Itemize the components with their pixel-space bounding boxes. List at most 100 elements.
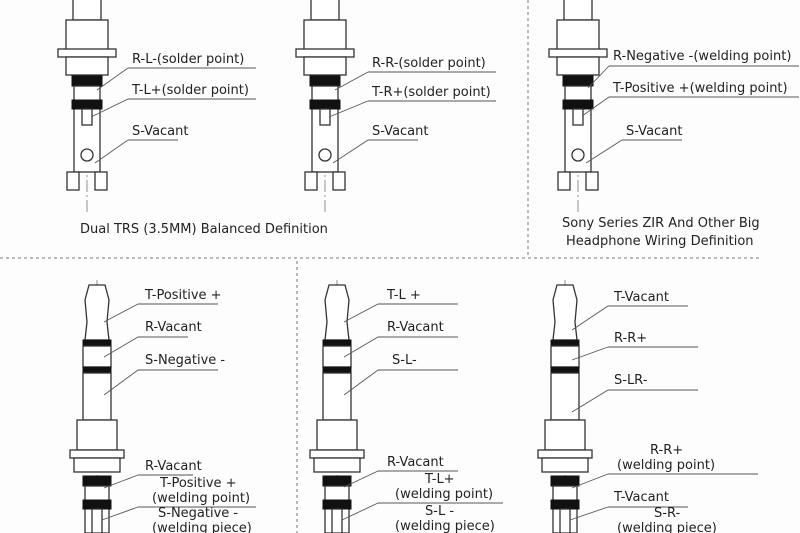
- label-b1-sleeve-solder-note: (welding piece): [152, 521, 252, 533]
- leader-line: [343, 470, 379, 488]
- cable-stem: [72, 0, 102, 21]
- ring-insulator: [82, 366, 112, 374]
- leader-line: [94, 139, 129, 164]
- label-b1-tip: T-Positive +: [144, 288, 222, 303]
- label-b3-ring-solder: R-R+: [650, 443, 683, 458]
- tip-insulator: [322, 339, 352, 347]
- leader-line: [103, 369, 139, 396]
- label-top1-r: R-L-(solder point): [132, 52, 244, 67]
- label-top3-r: R-Negative -(welding point): [613, 49, 791, 64]
- leader-line: [587, 65, 610, 89]
- leader-line: [585, 139, 623, 164]
- collar: [544, 419, 586, 451]
- ring: [550, 345, 580, 368]
- label-b2-sleeve-solder-note: (welding piece): [395, 519, 495, 533]
- label-b3-ring: R-R+: [614, 331, 647, 346]
- label-b2-sleeve: S-L-: [392, 353, 417, 368]
- label-b1-tip-solder: T-Positive +: [159, 476, 237, 491]
- cable-stem: [310, 0, 340, 21]
- solder-hole: [80, 148, 94, 162]
- label-b1-ring: R-Vacant: [145, 320, 202, 335]
- label-top1-t: T-L+(solder point): [131, 83, 249, 98]
- foot-left: [66, 171, 80, 191]
- leader-line: [571, 389, 609, 413]
- solder-pin: [559, 508, 571, 533]
- label-top1-s: S-Vacant: [132, 124, 188, 139]
- collar-base: [541, 457, 589, 473]
- leader-line: [90, 98, 129, 118]
- leader-line: [341, 502, 379, 521]
- collar-base: [65, 56, 109, 76]
- label-b2-ring-solder: R-Vacant: [387, 455, 444, 470]
- leader-line: [96, 67, 129, 91]
- leader-line: [101, 506, 139, 521]
- leader-line: [571, 305, 609, 331]
- label-top2-s: S-Vacant: [372, 124, 428, 139]
- solder-hole: [571, 148, 585, 162]
- insulator-band: [550, 499, 580, 510]
- collar: [556, 19, 600, 51]
- label-b2-tip: T-L +: [386, 288, 421, 303]
- tip-insulator: [82, 339, 112, 347]
- sleeve: [322, 372, 352, 421]
- insulator-band: [322, 499, 352, 510]
- label-b3-sleeve-solder-note: (welding piece): [617, 521, 717, 533]
- flange: [537, 449, 593, 459]
- solder-hole: [318, 148, 332, 162]
- insulator-band: [71, 75, 103, 87]
- collar: [303, 19, 347, 51]
- label-b2-tip-solder: T-L+: [424, 472, 455, 487]
- tip: [324, 284, 350, 341]
- insulator-band: [82, 499, 112, 510]
- sleeve: [82, 372, 112, 421]
- leader-line: [103, 336, 139, 358]
- insulator-band: [562, 75, 594, 87]
- flange: [309, 449, 365, 459]
- solder-pin: [319, 108, 331, 126]
- label-b1-sleeve-solder: S-Negative -: [158, 506, 238, 521]
- leader-line: [581, 96, 610, 117]
- leader-line: [343, 336, 379, 358]
- leader-line: [334, 71, 369, 91]
- collar-base: [73, 457, 121, 473]
- collar: [316, 419, 358, 451]
- foot-right: [585, 171, 599, 191]
- foot-right: [332, 171, 346, 191]
- label-b3-tip: T-Vacant: [613, 290, 669, 305]
- collar-base: [303, 56, 347, 76]
- label-b1-ring-solder: R-Vacant: [145, 459, 202, 474]
- label-b3-ring-solder-note: (welding point): [617, 458, 715, 473]
- foot-right: [94, 171, 108, 191]
- sleeve: [550, 372, 580, 421]
- caption-sony-line2: Headphone Wiring Definition: [566, 234, 754, 249]
- leader-line: [103, 474, 139, 489]
- collar-base: [313, 457, 361, 473]
- label-b3-sleeve: S-LR-: [614, 373, 648, 388]
- label-top2-t: T-R+(solder point): [371, 85, 491, 100]
- flange: [69, 449, 125, 459]
- caption-sony-line1: Sony Series ZIR And Other Big: [562, 216, 760, 231]
- leader-line: [332, 139, 369, 164]
- label-b2-ring: R-Vacant: [387, 320, 444, 335]
- label-b3-tip-solder: T-Vacant: [613, 490, 669, 505]
- leader-line: [571, 346, 609, 361]
- leader-line: [328, 100, 369, 118]
- leader-line: [343, 303, 379, 323]
- insulator-band: [562, 99, 594, 110]
- label-b3-sleeve-solder: S-R-: [654, 506, 680, 521]
- tip: [84, 284, 110, 341]
- collar: [76, 419, 118, 451]
- cable-stem: [563, 0, 593, 21]
- insulator-band: [82, 475, 112, 487]
- solder-pin: [81, 108, 93, 126]
- insulator-band: [309, 99, 341, 110]
- flange: [548, 48, 608, 58]
- ring-insulator: [550, 366, 580, 374]
- foot-left: [304, 171, 318, 191]
- tip: [552, 284, 578, 341]
- label-b1-tip-solder-note: (welding point): [152, 491, 250, 506]
- flange: [57, 48, 117, 58]
- label-b1-sleeve: S-Negative -: [145, 353, 225, 368]
